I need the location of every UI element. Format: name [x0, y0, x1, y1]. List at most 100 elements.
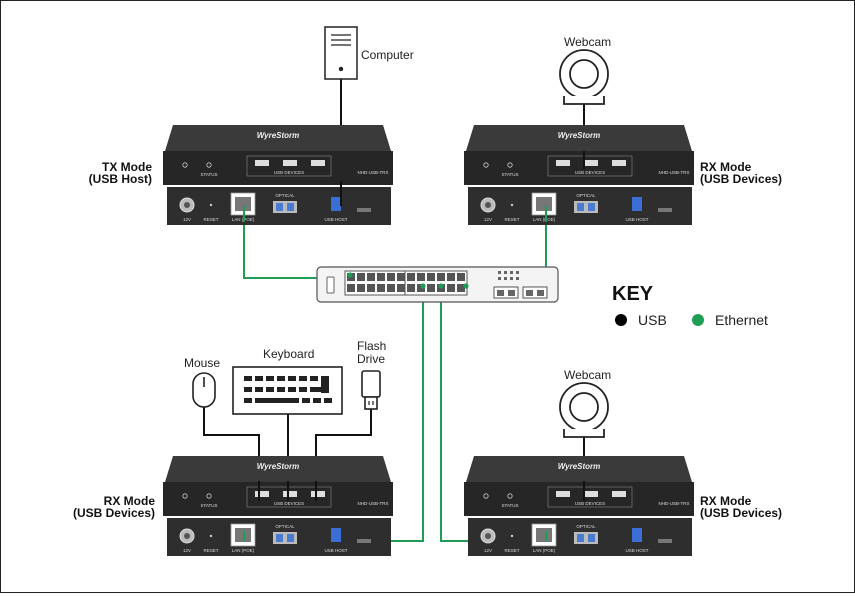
- power-jack-center: [485, 202, 491, 208]
- rx-mode-sublabel: (USB Devices): [700, 506, 782, 520]
- switch-port-connected: [420, 283, 426, 289]
- optical-port-slot: [577, 534, 584, 542]
- switch-port-block: [404, 270, 468, 296]
- brand-logo: WyreStorm: [257, 462, 300, 471]
- usb-host-port-icon: [331, 528, 341, 542]
- network-switch: [316, 266, 559, 303]
- usb-host-label: USB HOST: [324, 548, 347, 553]
- optical-label: OPTICAL: [576, 524, 596, 529]
- optical-port-slot: [276, 534, 283, 542]
- switch-port: [457, 284, 465, 292]
- reset-button-icon: [209, 534, 213, 538]
- flash-drive-label-1: Flash: [357, 339, 386, 353]
- switch-port: [377, 284, 385, 292]
- power-jack-center: [184, 533, 190, 539]
- model-label: NHD-USB-TRX: [659, 501, 690, 506]
- rx-mode-label: RX Mode: [700, 160, 752, 174]
- lan-port-icon: [536, 197, 552, 211]
- rx-mode-label: RX Mode: [700, 494, 752, 508]
- switch-port: [447, 273, 455, 281]
- status-label: STATUS: [501, 503, 518, 508]
- power-jack-center: [485, 533, 491, 539]
- usb-host-label: USB HOST: [625, 217, 648, 222]
- flash-drive-label-2: Drive: [357, 352, 385, 366]
- switch-port: [357, 284, 365, 292]
- optical-label: OPTICAL: [576, 193, 596, 198]
- usb-devices-panel: [547, 155, 633, 177]
- optical-port-slot: [287, 534, 294, 542]
- switch-port: [447, 284, 455, 292]
- mouse-label: Mouse: [184, 356, 220, 370]
- unit-front-panel: [163, 482, 393, 516]
- model-label: NHD-USB-TRX: [659, 170, 690, 175]
- lan-label: LAN (POE): [533, 548, 556, 553]
- legend-title: KEY: [612, 283, 654, 305]
- switch-port: [357, 273, 365, 281]
- reset-label: RESET: [203, 217, 218, 222]
- unit-front-panel: [163, 151, 393, 185]
- brand-logo: WyreStorm: [558, 131, 601, 140]
- switch-port: [407, 284, 415, 292]
- lan-label: LAN (POE): [232, 548, 255, 553]
- keyboard-label: Keyboard: [263, 347, 314, 361]
- usb-host-port-icon: [632, 197, 642, 211]
- status-led-icon: [206, 162, 212, 168]
- usb-devices-label: USB DEVICES: [274, 501, 304, 506]
- flash-drive-icon: [361, 370, 381, 410]
- switch-ports: [344, 270, 469, 296]
- legend-usb-label: USB: [638, 312, 667, 328]
- switch-port: [427, 273, 435, 281]
- switch-port: [367, 284, 375, 292]
- usb-host-port-icon: [632, 528, 642, 542]
- mouse-icon: [192, 372, 216, 408]
- optical-port-slot: [287, 203, 294, 211]
- power-label: 12V: [183, 548, 191, 553]
- status-led-icon: [206, 493, 212, 499]
- ir-port-icon: [357, 208, 371, 212]
- status-led-icon: [507, 493, 513, 499]
- tx-mode-label: TX Mode: [102, 160, 152, 174]
- usb-device-port: [311, 491, 325, 497]
- usb-device-port: [283, 160, 297, 166]
- power-label: 12V: [183, 217, 191, 222]
- power-label: 12V: [484, 217, 492, 222]
- usb-device-port: [584, 491, 598, 497]
- lan-port-icon: [536, 528, 552, 542]
- optical-label: OPTICAL: [275, 193, 295, 198]
- usb-cable-ends: [258, 151, 585, 501]
- tx-mode-sublabel: (USB Host): [89, 172, 152, 186]
- rx-mode-sublabel: (USB Devices): [73, 506, 155, 520]
- legend: KEY USB Ethernet: [612, 283, 768, 328]
- usb-device-port: [255, 491, 269, 497]
- usb-devices-label: USB DEVICES: [575, 170, 605, 175]
- usb-device-port: [283, 491, 297, 497]
- computer-icon: [324, 26, 358, 80]
- optical-port-slot: [588, 203, 595, 211]
- reset-button-icon: [510, 534, 514, 538]
- rx-mode-sublabel: (USB Devices): [700, 172, 782, 186]
- webcam-icon: [559, 382, 609, 438]
- ir-port-icon: [658, 539, 672, 543]
- model-label: NHD-USB-TRX: [358, 170, 389, 175]
- optical-label: OPTICAL: [275, 524, 295, 529]
- usb-device-port: [612, 491, 626, 497]
- switch-port: [457, 273, 465, 281]
- legend-ethernet-label: Ethernet: [715, 312, 768, 328]
- unit-top-face: [165, 125, 391, 151]
- unit-top-face: [466, 456, 692, 482]
- switch-port: [387, 273, 395, 281]
- switch-port: [387, 284, 395, 292]
- reset-button-icon: [209, 203, 213, 207]
- unit-top-face: [466, 125, 692, 151]
- webcam-bottom-label: Webcam: [564, 368, 611, 382]
- ir-port-icon: [357, 539, 371, 543]
- switch-port: [347, 284, 355, 292]
- usb-host-port-icon: [331, 197, 341, 211]
- switch-port: [417, 273, 425, 281]
